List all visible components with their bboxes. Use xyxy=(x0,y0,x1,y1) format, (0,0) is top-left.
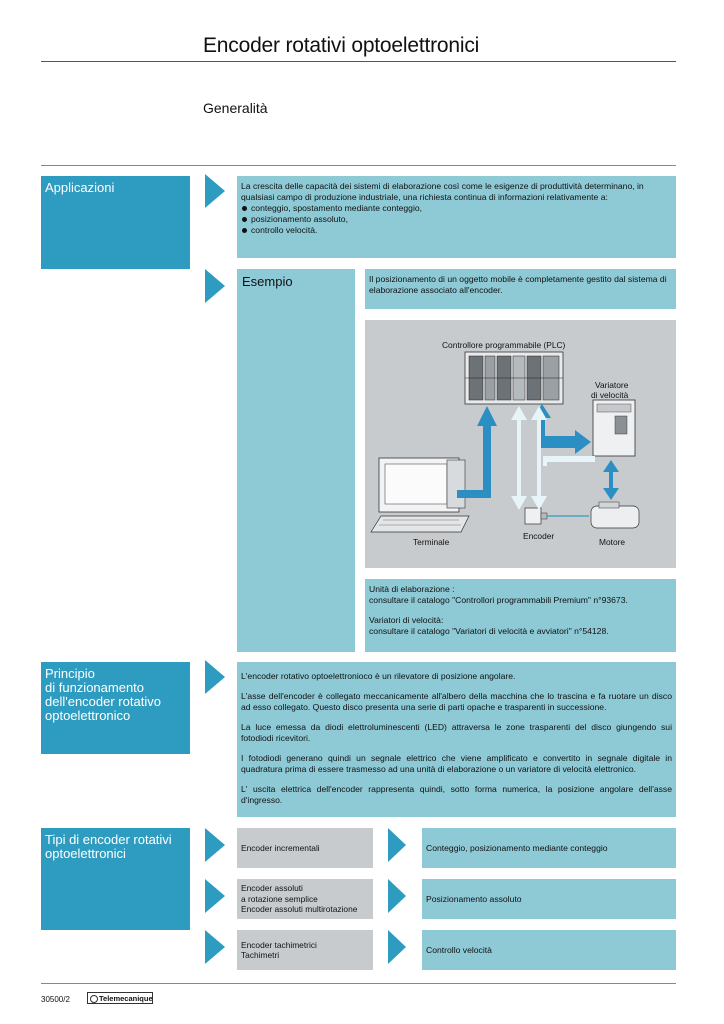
motore-label: Motore xyxy=(599,537,626,547)
ref-line: consultare il catalogo "Controllori prog… xyxy=(369,595,628,605)
principio-paragraph: L'encoder rotativo optoelettronioco è un… xyxy=(241,671,516,681)
brand-mark-icon xyxy=(90,995,98,1003)
encoder-use-box: Conteggio, posizionamento mediante conte… xyxy=(422,828,676,868)
applicazioni-label: Applicazioni xyxy=(45,180,115,195)
principio-label-line: dell'encoder rotativo xyxy=(45,694,161,709)
encoder-type-box: Encoder assoluti a rotazione semplice En… xyxy=(237,879,373,919)
arrow-icon xyxy=(388,930,406,964)
principio-paragraph: L' uscita elettrica dell'encoder rappres… xyxy=(241,784,672,805)
applicazioni-label-box: Applicazioni xyxy=(41,176,190,269)
encoder-type-box: Encoder incrementali xyxy=(237,828,373,868)
system-diagram: Controllore programmabile (PLC) Variator… xyxy=(365,320,676,568)
principio-label-line: optoelettronico xyxy=(45,708,131,723)
encoder-type: Tachimetri xyxy=(241,950,280,960)
encoder-use: Posizionamento assoluto xyxy=(426,893,522,904)
variatore-label-2: di velocità xyxy=(591,390,629,400)
applicazioni-bullet: posizionamento assoluto, xyxy=(241,214,672,225)
encoder-use-box: Controllo velocità xyxy=(422,930,676,970)
page-subtitle: Generalità xyxy=(203,100,268,116)
plc-label: Controllore programmabile (PLC) xyxy=(442,340,566,350)
encoder-type-box: Encoder tachimetrici Tachimetri xyxy=(237,930,373,970)
brand-name: Telemecanique xyxy=(99,994,153,1003)
encoder-use-box: Posizionamento assoluto xyxy=(422,879,676,919)
principio-label-line: Principio xyxy=(45,666,95,681)
brand-logo: Telemecanique xyxy=(87,992,153,1004)
encoder-type: Encoder assoluti xyxy=(241,883,303,893)
arrow-icon xyxy=(388,879,406,913)
arrow-icon xyxy=(205,174,225,208)
principio-label-box: Principio di funzionamento dell'encoder … xyxy=(41,662,190,754)
variator-icon xyxy=(592,399,636,457)
motor-icon xyxy=(590,501,640,529)
esempio-column: Esempio xyxy=(237,269,355,652)
plc-icon xyxy=(464,351,564,405)
applicazioni-intro: La crescita delle capacità dei sistemi d… xyxy=(241,181,644,202)
arrow-icon xyxy=(205,269,225,303)
esempio-label: Esempio xyxy=(242,274,293,289)
applicazioni-bullet: controllo velocità. xyxy=(241,225,672,236)
page-title: Encoder rotativi optoelettronici xyxy=(203,34,480,57)
section-rule xyxy=(41,165,676,166)
arrow-icon xyxy=(205,828,225,862)
esempio-text: Il posizionamento di un oggetto mobile è… xyxy=(369,274,667,295)
tipi-label-line: Tipi di encoder rotativi xyxy=(45,832,172,847)
diagram-svg xyxy=(370,351,640,533)
encoder-use: Controllo velocità xyxy=(426,944,492,955)
arrow-icon xyxy=(205,930,225,964)
arrow-icon xyxy=(205,660,225,694)
principio-paragraph: L'asse dell'encoder è collegato meccanic… xyxy=(241,691,672,712)
esempio-text-box: Il posizionamento di un oggetto mobile è… xyxy=(365,269,676,309)
tipi-label-box: Tipi di encoder rotativi optoelettronici xyxy=(41,828,190,930)
encoder-icon xyxy=(524,507,548,525)
data-flow-arrows xyxy=(457,404,619,510)
page-code: 30500/2 xyxy=(41,995,70,1004)
applicazioni-text-box: La crescita delle capacità dei sistemi d… xyxy=(237,176,676,258)
encoder-type: Encoder assoluti multirotazione xyxy=(241,904,358,914)
catalog-refs-box: Unità di elaborazione : consultare il ca… xyxy=(365,579,676,652)
principio-label-line: di funzionamento xyxy=(45,680,145,695)
top-rule xyxy=(41,61,676,62)
arrow-icon xyxy=(388,828,406,862)
ref-line: Variatori di velocità: xyxy=(369,615,444,625)
variatore-label-1: Variatore xyxy=(595,380,629,390)
principio-paragraph: I fotodiodi generano quindi un segnale e… xyxy=(241,753,672,774)
applicazioni-bullet: conteggio, spostamento mediante conteggi… xyxy=(241,203,672,214)
arrow-icon xyxy=(205,879,225,913)
principio-paragraph: La luce emessa da diodi elettroluminesce… xyxy=(241,722,672,743)
ref-line: Unità di elaborazione : xyxy=(369,584,455,594)
tipi-label-line: optoelettronici xyxy=(45,846,126,861)
bottom-rule xyxy=(41,983,676,984)
terminale-label: Terminale xyxy=(413,537,450,547)
encoder-type: Encoder incrementali xyxy=(241,842,320,853)
encoder-type: a rotazione semplice xyxy=(241,893,318,904)
encoder-label: Encoder xyxy=(523,531,555,541)
principio-text-box: L'encoder rotativo optoelettronioco è un… xyxy=(237,662,676,817)
terminal-icon xyxy=(370,457,470,533)
encoder-use: Conteggio, posizionamento mediante conte… xyxy=(426,842,608,853)
encoder-type: Encoder tachimetrici xyxy=(241,939,317,950)
ref-line: consultare il catalogo "Variatori di vel… xyxy=(369,626,609,636)
